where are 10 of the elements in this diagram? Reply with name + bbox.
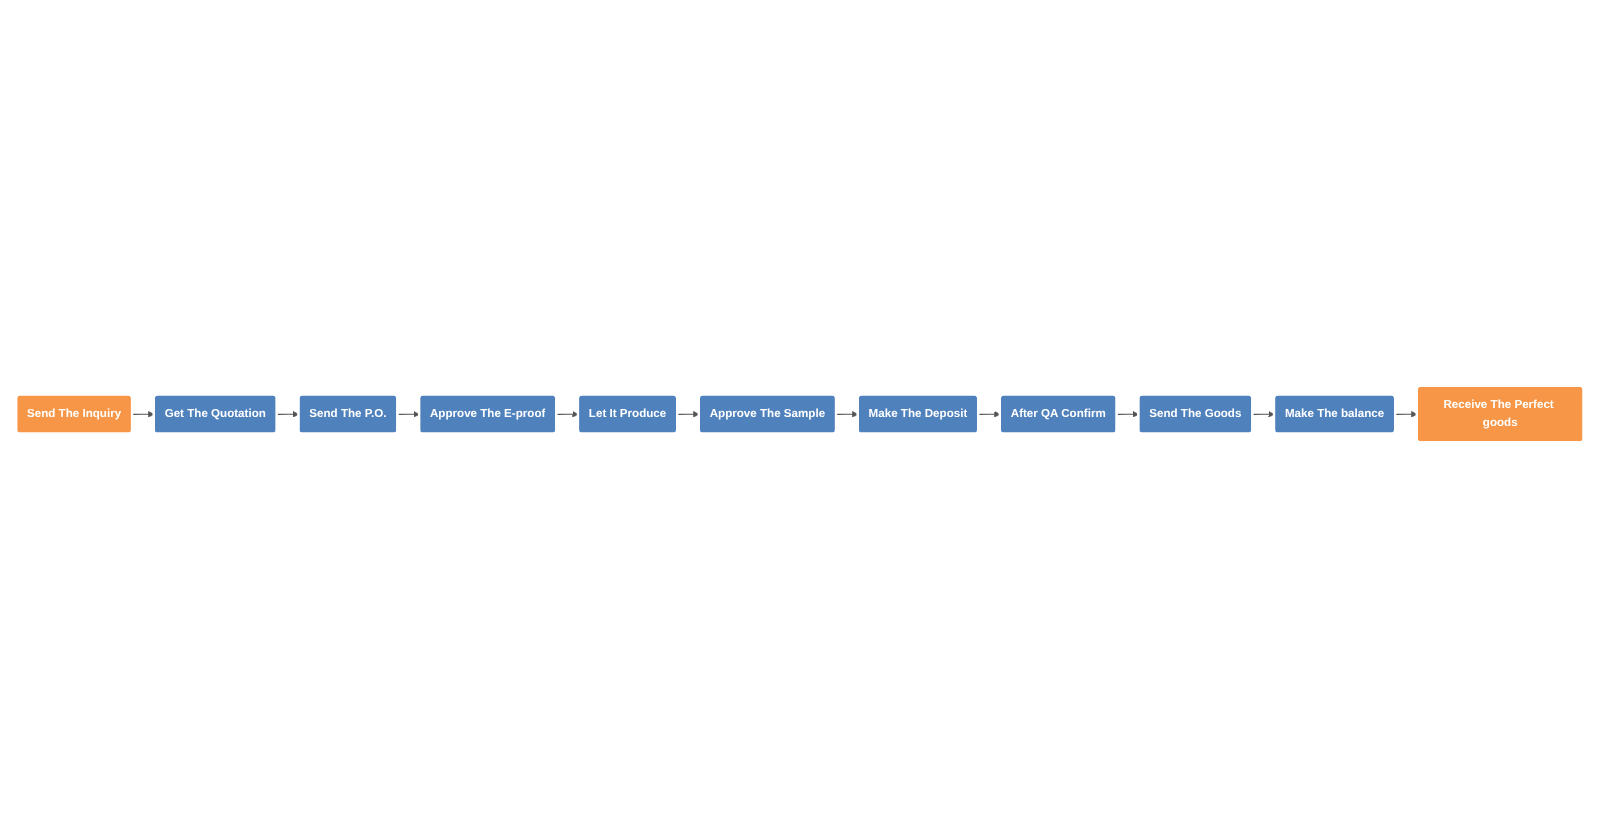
arrow [556, 410, 579, 418]
arrow [978, 410, 1001, 418]
arrow [1252, 410, 1275, 418]
arrow [835, 410, 859, 418]
arrow [1395, 410, 1418, 418]
arrow [397, 410, 420, 418]
arrow [276, 410, 300, 418]
arrow [1116, 410, 1140, 418]
arrow [131, 410, 155, 418]
arrow [677, 410, 700, 418]
